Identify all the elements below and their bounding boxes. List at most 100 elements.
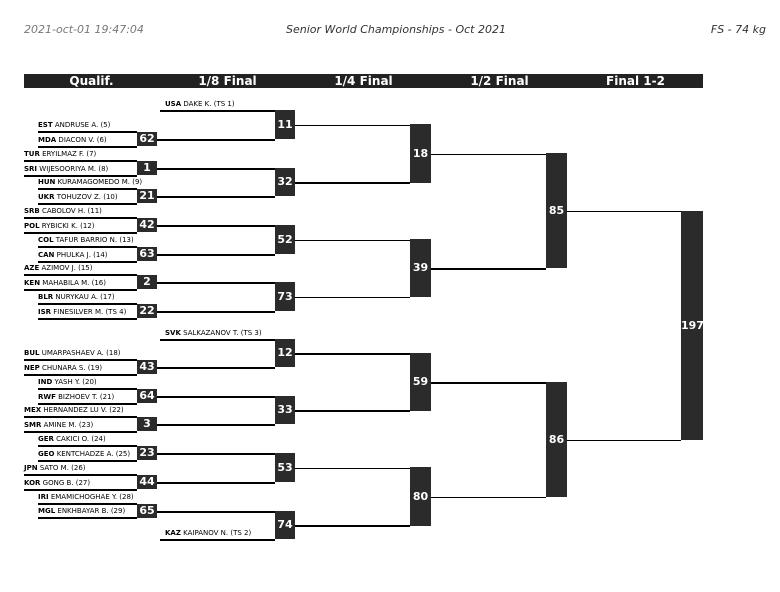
wrestler-entry: USA DAKE K. (TS 1) [165,100,235,109]
wrestler-name: HERNANDEZ LU V. (22) [41,406,124,414]
wrestler-entry: NEP CHUNARA S. (19) [24,364,102,373]
country-code: IRI [38,493,49,501]
qualif-bout-number: 3 [137,417,157,431]
bracket-connector [157,225,275,227]
bracket-connector [157,311,275,313]
wrestler-name: CABOLOV H. (11) [39,207,102,215]
wrestler-name: BIZHOEV T. (21) [55,393,115,401]
wrestler-name: ERYILMAZ F. (7) [39,150,97,158]
bout-number: 86 [548,432,565,446]
country-code: KAZ [165,529,181,537]
qualif-bout-number: 22 [137,304,157,318]
wrestler-name: AZIMOV J. (15) [39,264,93,272]
bout-number: 39 [412,261,429,274]
wrestler-line [24,474,137,476]
wrestler-line [24,217,137,219]
wrestler-name: KURAMAGOMEDO M. (9) [55,178,143,186]
column-semi-final: 1/2 Final [470,74,529,88]
wrestler-entry: MDA DIACON V. (6) [38,136,107,145]
country-code: CAN [38,251,55,259]
country-code: MEX [24,406,42,414]
wrestler-entry: SRB CABOLOV H. (11) [24,207,102,216]
wrestler-name: SALKAZANOV T. (TS 3) [180,329,262,337]
eighth-final-bout: 32 [275,168,295,196]
bracket-connector [295,467,410,469]
eighth-final-bout: 33 [275,396,295,424]
wrestler-line [38,517,137,519]
eighth-final-bout: 12 [275,339,295,367]
wrestler-entry: JPN SATO M. (26) [24,464,86,473]
qualif-bout-number: 44 [137,475,157,489]
wrestler-line [38,403,137,405]
bracket-connector [157,453,275,455]
wrestler-line [38,388,137,390]
wrestler-entry: RWF BIZHOEV T. (21) [38,393,114,402]
bracket-connector [157,168,275,170]
country-code: KOR [24,479,41,487]
wrestler-entry: CAN PHULKA J. (14) [38,251,108,260]
bracket-connector [157,424,275,426]
country-code: BUL [24,349,40,357]
bout-number: 33 [277,403,293,416]
wrestler-entry: POL RYBICKI K. (12) [24,222,95,231]
wrestler-name: WIJESOORIYA M. (8) [37,165,109,173]
timestamp: 2021-oct-01 19:47:04 [24,23,144,36]
bracket-connector [157,367,275,369]
wrestler-line [160,539,275,541]
wrestler-line [160,110,275,112]
bout-number: 32 [277,175,293,188]
country-code: TUR [24,150,40,158]
bracket-connector [295,182,410,184]
bracket-connector [157,196,275,198]
wrestler-entry: ISR FINESILVER M. (TS 4) [38,308,126,317]
wrestler-entry: EST ANDRUSE A. (5) [38,121,110,130]
wrestler-entry: IRI EMAMICHOGHAE Y. (28) [38,493,134,502]
country-code: SMR [24,421,42,429]
qualif-bout-number: 62 [137,132,157,146]
eighth-final-bout: 52 [275,225,295,254]
wrestler-line [38,460,137,462]
eighth-final-bout: 74 [275,511,295,539]
country-code: AZE [24,264,40,272]
eighth-final-bout: 73 [275,282,295,311]
country-code: SRB [24,207,40,215]
bracket-connector [157,396,275,398]
bracket-connector [567,439,681,441]
wrestler-name: KAIPANOV N. (TS 2) [180,529,252,537]
eighth-final-bout: 53 [275,453,295,482]
country-code: COL [38,236,54,244]
bout-number: 11 [277,117,293,131]
column-eighth-final: 1/8 Final [198,74,257,88]
bout-number: 12 [277,346,293,359]
qualif-bout-number: 65 [137,504,157,518]
wrestler-name: CHUNARA S. (19) [39,364,103,372]
wrestler-name: ENKHBAYAR B. (29) [55,507,126,515]
wrestler-line [38,303,137,305]
country-code: USA [165,100,182,108]
country-code: ISR [38,308,52,316]
semi-final-bout: 86 [546,382,567,497]
bout-number: 85 [548,203,565,217]
wrestler-line [24,374,137,376]
qualif-bout-number: 43 [137,360,157,374]
country-code: IND [38,378,53,386]
bout-number: 73 [277,289,293,303]
country-code: BLR [38,293,54,301]
wrestler-entry: MGL ENKHBAYAR B. (29) [38,507,125,516]
wrestler-line [24,289,137,291]
bracket-connector [157,282,275,284]
country-code: SVK [165,329,181,337]
wrestler-line [24,416,137,418]
country-code: EST [38,121,53,129]
quarter-final-bout: 59 [410,353,431,411]
wrestler-line [160,339,275,341]
bout-number: 59 [412,375,429,388]
bracket-connector [157,254,275,256]
country-code: GER [38,435,54,443]
semi-final-bout: 85 [546,153,567,268]
wrestler-line [38,445,137,447]
qualif-bout-number: 21 [137,189,157,203]
eighth-final-bout: 11 [275,110,295,139]
wrestler-entry: TUR ERYILMAZ F. (7) [24,150,96,159]
wrestler-entry: SRI WIJESOORIYA M. (8) [24,165,108,174]
